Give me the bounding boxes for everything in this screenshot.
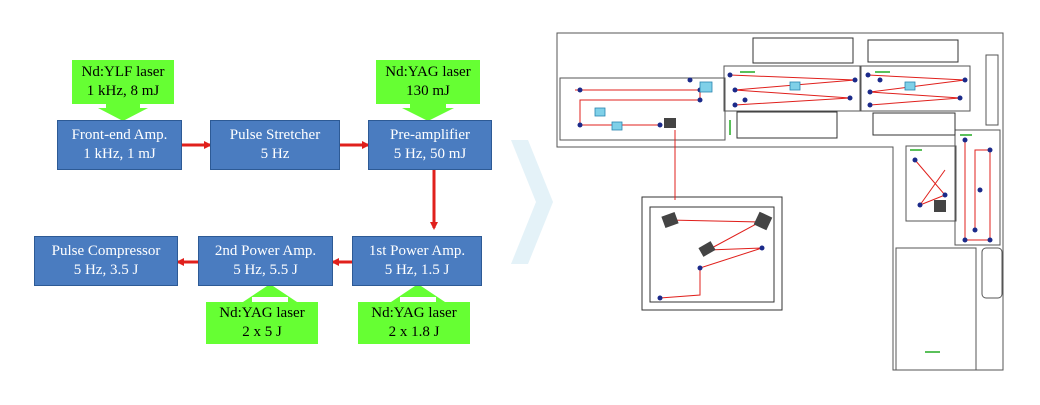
rail-right bbox=[985, 54, 999, 126]
pre-amplifier-name: Pre-amplifier bbox=[390, 127, 470, 143]
front-end-amp-name: Front-end Amp. bbox=[71, 127, 168, 143]
beam-stretcher bbox=[575, 89, 701, 126]
pump-arrow-yag-pre bbox=[402, 103, 454, 121]
pump-box-ylf: Nd:YLF laser 1 kHz, 8 mJ bbox=[72, 60, 174, 104]
divider-chevron bbox=[511, 140, 553, 264]
pump-yag-pre-spec: 130 mJ bbox=[406, 83, 450, 99]
pump-box-yag-pre: Nd:YAG laser 130 mJ bbox=[376, 60, 480, 104]
pump-housing-2 bbox=[867, 39, 959, 63]
pump-yag-pre-name: Nd:YAG laser bbox=[385, 64, 471, 80]
second-power-amp-name: 2nd Power Amp. bbox=[214, 243, 317, 259]
power2-breadboard bbox=[905, 145, 957, 222]
power1-breadboard bbox=[859, 65, 971, 112]
table-outline bbox=[556, 32, 1004, 371]
pump-yag-p2-spec: 2 x 5 J bbox=[242, 324, 282, 340]
pulse-compressor-name: Pulse Compressor bbox=[51, 243, 161, 259]
lower-tank bbox=[895, 247, 977, 371]
pre-amplifier-spec: 5 Hz, 50 mJ bbox=[393, 146, 467, 162]
pulse-compressor-spec: 5 Hz, 3.5 J bbox=[73, 262, 139, 278]
pulse-compressor-box: Pulse Compressor 5 Hz, 3.5 J bbox=[34, 236, 178, 286]
pump-housing-4 bbox=[872, 112, 956, 136]
side-vessel bbox=[981, 247, 1003, 299]
compressor-chamber-outer bbox=[641, 196, 783, 311]
beam-compressor bbox=[659, 219, 763, 299]
pump-housing-3 bbox=[736, 111, 838, 139]
pump-yag-p1-spec: 2 x 1.8 J bbox=[388, 324, 440, 340]
pump-arrow-yag-p1 bbox=[391, 284, 445, 302]
stretcher-breadboard bbox=[559, 77, 726, 141]
second-power-amp-spec: 5 Hz, 5.5 J bbox=[233, 262, 298, 278]
pump-arrow-ylf bbox=[98, 103, 148, 121]
compressor-breadboard bbox=[954, 129, 1001, 246]
pump-box-yag-p2: Nd:YAG laser 2 x 5 J bbox=[206, 302, 318, 344]
first-power-amp-spec: 5 Hz, 1.5 J bbox=[384, 262, 450, 278]
front-end-amp-box: Front-end Amp. 1 kHz, 1 mJ bbox=[57, 120, 182, 170]
first-power-amp-name: 1st Power Amp. bbox=[368, 243, 466, 259]
pre-amplifier-box: Pre-amplifier 5 Hz, 50 mJ bbox=[368, 120, 492, 170]
pump-yag-p1-name: Nd:YAG laser bbox=[371, 305, 457, 321]
beam-power2 bbox=[914, 159, 946, 207]
pump-ylf-name: Nd:YLF laser bbox=[81, 64, 165, 80]
compressor-chamber-inner bbox=[649, 206, 775, 303]
beam-comp-right bbox=[964, 140, 991, 241]
pump-housing-1 bbox=[752, 37, 854, 64]
first-power-amp-box: 1st Power Amp. 5 Hz, 1.5 J bbox=[352, 236, 482, 286]
second-power-amp-box: 2nd Power Amp. 5 Hz, 5.5 J bbox=[198, 236, 333, 286]
pulse-stretcher-box: Pulse Stretcher 5 Hz bbox=[210, 120, 340, 170]
pump-ylf-spec: 1 kHz, 8 mJ bbox=[86, 83, 160, 99]
beam-power1 bbox=[867, 74, 966, 106]
pump-yag-p2-name: Nd:YAG laser bbox=[219, 305, 305, 321]
preamp-breadboard bbox=[723, 65, 862, 112]
front-end-amp-spec: 1 kHz, 1 mJ bbox=[83, 146, 156, 162]
pump-box-yag-p1: Nd:YAG laser 2 x 1.8 J bbox=[358, 302, 470, 344]
pulse-stretcher-spec: 5 Hz bbox=[260, 146, 290, 162]
pulse-stretcher-name: Pulse Stretcher bbox=[229, 127, 321, 143]
pump-arrow-yag-p2 bbox=[243, 284, 297, 302]
